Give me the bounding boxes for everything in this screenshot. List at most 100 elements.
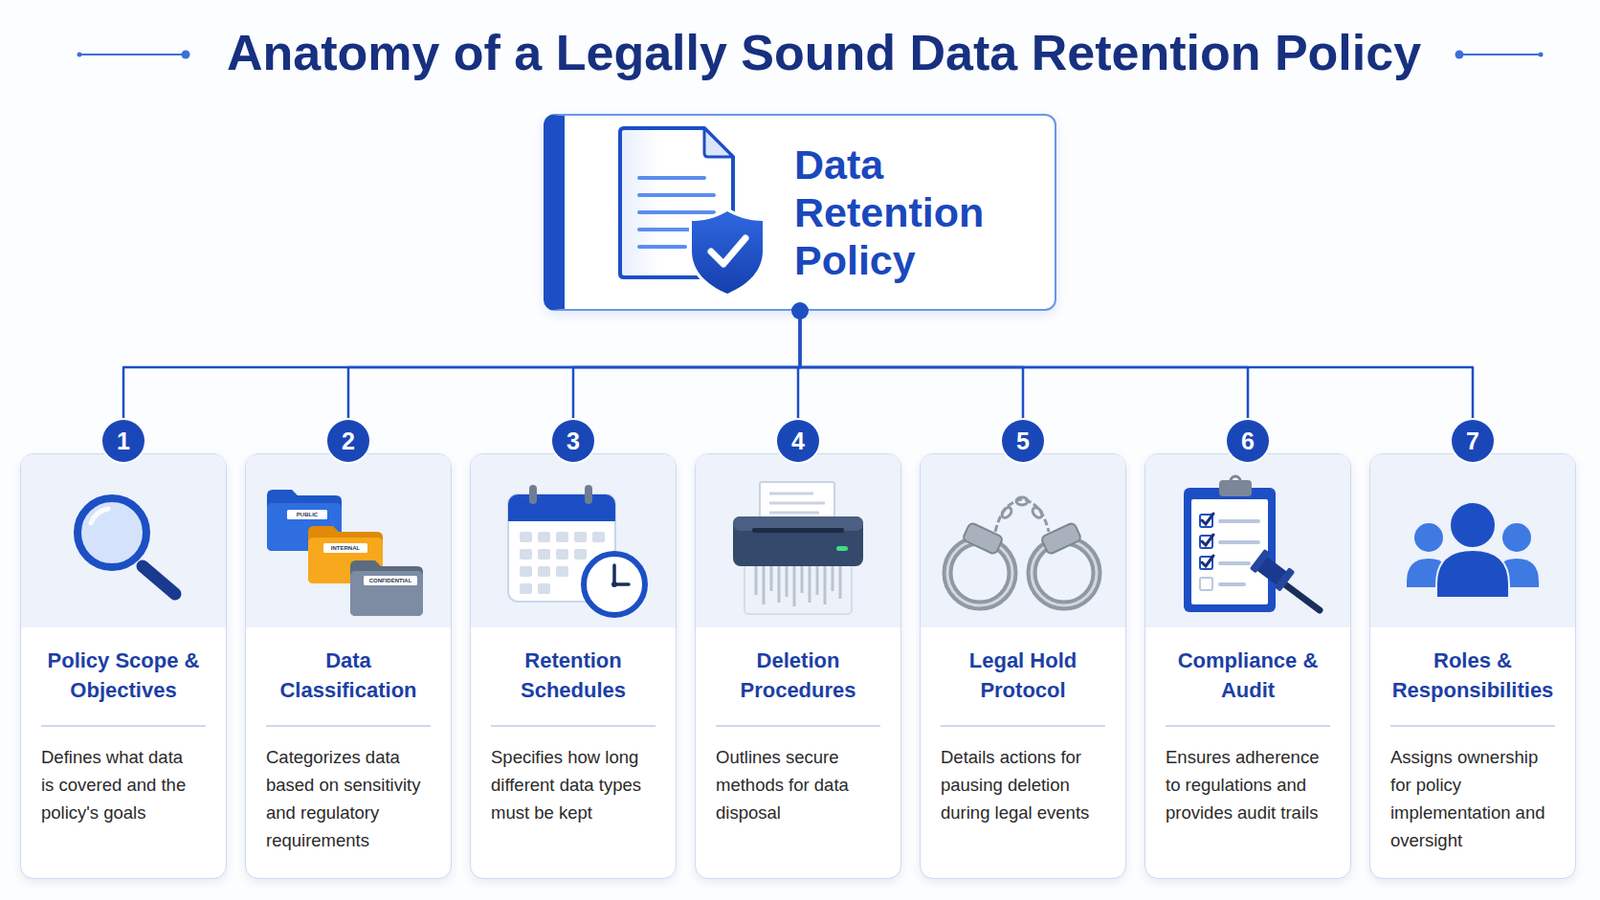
policy-document-icon (639, 244, 686, 249)
callout-number: 5 (1001, 420, 1045, 463)
clipboard-icon (1200, 514, 1213, 528)
card-heading: Legal Hold Protocol (933, 645, 1112, 706)
card-heading: Roles & Responsibilities (1383, 645, 1562, 706)
shredder-icon (823, 566, 827, 605)
shredder-icon (836, 546, 848, 552)
shredder-icon (769, 511, 820, 515)
clipboard-icon (1201, 513, 1214, 525)
policy-document-icon (639, 227, 697, 232)
callout-number: 2 (327, 420, 370, 463)
calendar-icon (508, 494, 616, 602)
icon-panel (21, 454, 226, 628)
clipboard-icon (1183, 476, 1320, 613)
magnifier-icon (90, 509, 109, 524)
tree-connector (800, 311, 1023, 454)
icon-panel (245, 454, 451, 628)
shredder-icon (752, 528, 845, 534)
calendar-icon (508, 485, 645, 616)
clipboard-icon (1249, 549, 1271, 575)
clipboard-icon (1200, 577, 1213, 591)
clipboard-icon (1273, 567, 1295, 593)
folder-icon (308, 526, 383, 584)
handcuffs-icon (995, 499, 1049, 533)
people-icon (1406, 558, 1451, 588)
handcuffs-icon (1031, 540, 1097, 606)
topic-card: 3Retention SchedulesSpecifies how long d… (469, 453, 677, 880)
calendar-icon (614, 582, 629, 587)
shredder-icon (800, 566, 804, 594)
card-description: Specifies how long different data types … (490, 743, 648, 827)
card-heading: Policy Scope & Objectives (34, 645, 213, 706)
calendar-icon (611, 581, 618, 588)
callout-number: 1 (102, 420, 145, 463)
clipboard-icon (1219, 480, 1252, 497)
card-heading: Compliance & Audit (1158, 645, 1337, 706)
calendar-icon (537, 549, 551, 560)
handcuffs-icon (947, 540, 1013, 606)
people-icon (1436, 550, 1510, 599)
shredder-icon (770, 566, 774, 592)
policy-document-icon (691, 211, 763, 294)
clipboard-icon (1278, 579, 1320, 611)
title-ornament (1538, 52, 1544, 58)
shredder-icon (793, 566, 797, 607)
title-ornament (1461, 53, 1541, 56)
icon-panel (1145, 454, 1351, 628)
calendar-icon (519, 566, 533, 578)
policy-document-icon (620, 128, 734, 278)
hub-title: Data Retention Policy (794, 140, 1034, 285)
calendar-icon (574, 532, 587, 543)
icon-panel (470, 454, 676, 628)
title-ornament (77, 52, 83, 58)
clipboard-icon (1220, 540, 1259, 545)
callout-number: 7 (1451, 420, 1494, 463)
calendar-icon (592, 532, 605, 543)
clipboard-icon (1200, 556, 1213, 570)
policy-document-icon (688, 207, 766, 298)
callout-number: 3 (552, 420, 595, 463)
calendar-icon (529, 485, 537, 505)
handcuffs-icon (947, 540, 1013, 606)
icon-panel (920, 454, 1126, 628)
clipboard-icon (1201, 555, 1214, 567)
folder-icon (350, 560, 423, 617)
hub-box: Data Retention Policy (543, 113, 1057, 312)
clipboard-icon (1200, 535, 1213, 549)
topic-card: 1Policy Scope & ObjectivesDefines what d… (20, 453, 227, 880)
clipboard-icon (1253, 555, 1290, 589)
handcuffs-icon (962, 522, 1004, 556)
calendar-icon (537, 566, 551, 578)
divider-line (41, 725, 206, 728)
calendar-icon (519, 532, 533, 543)
shredder-icon (816, 566, 820, 596)
magnifier-icon (77, 498, 147, 568)
shredder-icon (769, 502, 825, 506)
topic-card: 6Compliance & AuditEnsures adherence to … (1144, 453, 1352, 880)
icon-panel (1370, 454, 1576, 628)
card-description: Outlines secure methods for data disposa… (715, 743, 873, 827)
clipboard-icon (1220, 582, 1245, 587)
calendar-icon (519, 549, 533, 560)
handcuffs-icon (1016, 497, 1028, 506)
policy-document-icon (639, 210, 714, 215)
people-icon (1502, 523, 1532, 553)
title-ornament (1455, 50, 1465, 60)
calendar-icon (537, 532, 551, 543)
card-heading: Data Classification (259, 645, 438, 706)
folder-icon (287, 510, 328, 520)
card-description: Categorizes data based on sensitivity an… (266, 743, 423, 855)
handcuffs-icon (947, 497, 1097, 606)
handcuffs-icon (1000, 506, 1014, 520)
clipboard-icon (1230, 476, 1241, 487)
shredder-icon (762, 566, 766, 605)
card-description: Assigns ownership for policy implementat… (1390, 743, 1548, 855)
card-description: Defines what data is covered and the pol… (41, 743, 199, 827)
people-icon (1414, 523, 1444, 553)
calendar-icon (508, 508, 616, 522)
card-heading: Retention Schedules (484, 645, 663, 706)
topic-card: 5Legal Hold ProtocolDetails actions for … (919, 453, 1127, 880)
divider-line (940, 725, 1106, 728)
clipboard-icon (1220, 519, 1259, 524)
